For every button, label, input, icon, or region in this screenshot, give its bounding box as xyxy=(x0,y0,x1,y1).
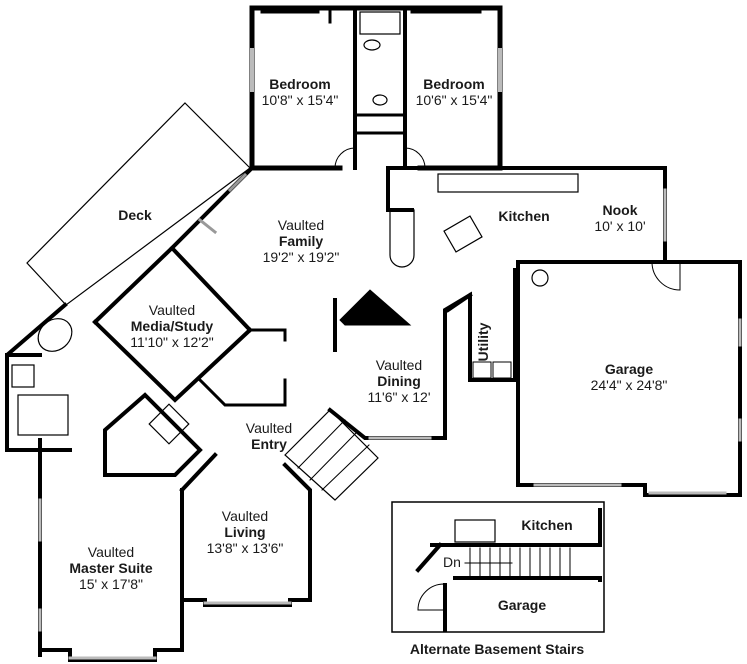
inset-stair-down-label: Dn xyxy=(443,554,461,570)
inset-garage-label: Garage xyxy=(497,597,547,613)
room-label-garage: Garage 24'4" x 24'8" xyxy=(590,361,668,394)
room-label-entry: Vaulted Entry xyxy=(245,420,293,453)
room-label-deck: Deck xyxy=(118,207,152,223)
inset-caption: Alternate Basement Stairs xyxy=(409,641,585,657)
room-label-media-study: Vaulted Media/Study 11'10" x 12'2" xyxy=(130,302,214,351)
room-label-utility: Utility xyxy=(474,322,491,362)
room-label-kitchen: Kitchen xyxy=(498,208,550,224)
room-label-living: Vaulted Living 13'8" x 13'6" xyxy=(206,508,284,557)
room-label-bedroom-right: Bedroom 10'6" x 15'4" xyxy=(415,76,493,109)
inset-kitchen-label: Kitchen xyxy=(521,517,573,533)
room-label-bedroom-left: Bedroom 10'8" x 15'4" xyxy=(261,76,339,109)
room-label-master-suite: Vaulted Master Suite 15' x 17'8" xyxy=(69,544,153,593)
room-label-dining: Vaulted Dining 11'6" x 12' xyxy=(367,357,431,406)
room-label-family: Vaulted Family 19'2" x 19'2" xyxy=(262,217,340,266)
room-label-nook: Nook 10' x 10' xyxy=(594,202,646,235)
